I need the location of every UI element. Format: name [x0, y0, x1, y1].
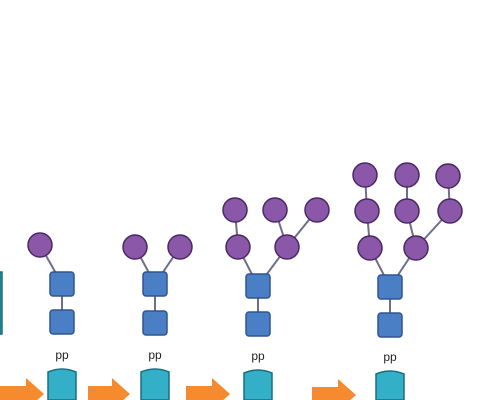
pp-label: pp	[251, 349, 265, 363]
purple-circle-sugar-icon	[354, 198, 380, 224]
cyan-lipid-anchor-icon	[243, 369, 273, 400]
blue-square-sugar-icon	[142, 310, 168, 336]
purple-circle-sugar-icon	[394, 162, 420, 188]
cyan-lipid-anchor-icon	[140, 368, 170, 400]
pp-label: pp	[383, 350, 397, 364]
purple-circle-sugar-icon	[403, 235, 429, 261]
purple-circle-sugar-icon	[437, 198, 463, 224]
orange-arrow-icon	[186, 378, 230, 400]
pp-label: pp	[55, 348, 69, 362]
orange-arrow-icon	[88, 378, 130, 400]
blue-square-sugar-icon	[245, 311, 271, 337]
purple-circle-sugar-icon	[352, 162, 378, 188]
purple-circle-sugar-icon	[122, 234, 148, 260]
square-sugars	[49, 271, 403, 338]
orange-arrow-icon	[0, 378, 44, 400]
purple-circle-sugar-icon	[262, 197, 288, 223]
blue-square-sugar-icon	[377, 312, 403, 338]
purple-circle-sugar-icon	[222, 197, 248, 223]
purple-circle-sugar-icon	[304, 197, 330, 223]
lipid-anchors	[47, 368, 405, 400]
cyan-lipid-anchor-icon	[0, 271, 3, 335]
pyrophosphate-labels: pp pp pp pp	[55, 348, 397, 364]
orange-arrow-icon	[312, 379, 356, 400]
purple-circle-sugar-icon	[357, 235, 383, 261]
arrows	[0, 378, 356, 400]
blue-square-sugar-icon	[142, 271, 168, 297]
purple-circle-sugar-icon	[394, 198, 420, 224]
blue-square-sugar-icon	[49, 309, 75, 335]
purple-circle-sugar-icon	[225, 234, 251, 260]
purple-circle-sugar-icon	[27, 232, 53, 258]
blue-square-sugar-icon	[377, 274, 403, 300]
purple-circle-sugar-icon	[435, 163, 461, 189]
purple-circle-sugar-icon	[167, 234, 193, 260]
cyan-lipid-anchor-icon	[47, 368, 77, 400]
purple-circle-sugar-icon	[274, 234, 300, 260]
blue-square-sugar-icon	[245, 273, 271, 299]
circle-sugars	[27, 162, 463, 261]
blue-square-sugar-icon	[49, 271, 75, 297]
cyan-lipid-anchor-icon	[375, 370, 405, 400]
pp-label: pp	[148, 348, 162, 362]
